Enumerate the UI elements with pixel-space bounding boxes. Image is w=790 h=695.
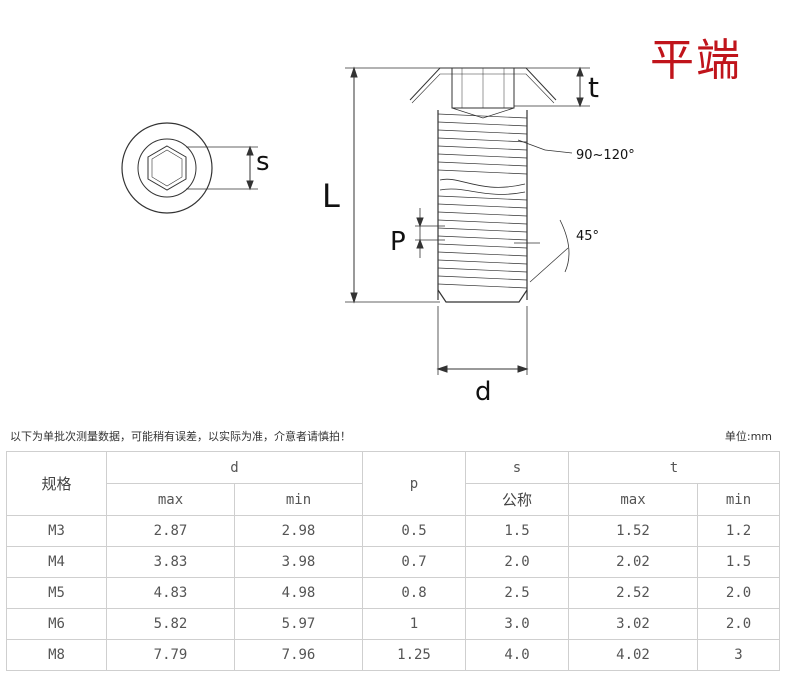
cell-t-min: 2.0 [697, 608, 780, 640]
countersink-angle-label: 90~120° [576, 148, 635, 163]
cell-d-min: 3.98 [234, 546, 363, 578]
thread-line [437, 283, 528, 289]
cell-s: 1.5 [465, 515, 569, 547]
thread-line [437, 129, 528, 135]
cell-t-min: 3 [697, 639, 780, 671]
thread-line [437, 251, 528, 257]
s-label: s [256, 147, 270, 177]
table-row: M5 4.83 4.98 0.8 2.5 2.52 2.0 [6, 577, 780, 609]
cell-d-max: 3.83 [106, 546, 235, 578]
thread-line [437, 259, 528, 265]
cell-d-min: 7.96 [234, 639, 363, 671]
t-dimension [514, 66, 590, 108]
cell-d-max: 4.83 [106, 577, 235, 609]
thread-line [437, 145, 528, 151]
length-dimension [345, 66, 440, 304]
thread-line [437, 219, 528, 225]
cell-s: 3.0 [465, 608, 569, 640]
thread-line [437, 195, 528, 201]
sub-d-max: max [106, 483, 235, 516]
t-label: t [588, 71, 599, 104]
cell-s: 2.0 [465, 546, 569, 578]
cell-p: 1 [362, 608, 466, 640]
thread-line [437, 161, 528, 167]
header-p: p [362, 451, 466, 516]
header-spec: 规格 [6, 451, 107, 516]
page-title: 平端 [650, 35, 742, 86]
d-dimension [436, 306, 529, 375]
cell-spec: M3 [6, 515, 107, 547]
cell-t-min: 1.5 [697, 546, 780, 578]
cell-t-max: 3.02 [568, 608, 698, 640]
table-row: M3 2.87 2.98 0.5 1.5 1.52 1.2 [6, 515, 780, 547]
cell-d-max: 2.87 [106, 515, 235, 547]
cell-t-max: 2.52 [568, 577, 698, 609]
cell-spec: M8 [6, 639, 107, 671]
cell-s: 4.0 [465, 639, 569, 671]
cell-p: 0.8 [362, 577, 466, 609]
cell-spec: M6 [6, 608, 107, 640]
note-row: 以下为单批次测量数据，可能稍有误差，以实际为准，介意者请慎拍！ 单位:mm [10, 428, 772, 446]
cell-d-max: 5.82 [106, 608, 235, 640]
thread-line [437, 211, 528, 217]
thread-line [437, 121, 528, 127]
cell-t-min: 2.0 [697, 577, 780, 609]
header-d: d [106, 451, 363, 484]
cell-d-min: 2.98 [234, 515, 363, 547]
sub-t-min: min [697, 483, 780, 516]
cell-p: 0.7 [362, 546, 466, 578]
set-screw-drawing: s L t [121, 66, 635, 407]
thread-line [437, 153, 528, 159]
cell-d-max: 7.79 [106, 639, 235, 671]
L-label: L [322, 177, 340, 215]
subheader-row: max min 公称 max min [7, 483, 780, 516]
header-row: 规格 d p s t [6, 451, 780, 516]
thread-line [437, 267, 528, 273]
thread-line [437, 275, 528, 281]
thread-line [437, 137, 528, 143]
thread-lines [437, 113, 528, 289]
measurement-note: 以下为单批次测量数据，可能稍有误差，以实际为准，介意者请慎拍！ [10, 430, 351, 443]
side-view [409, 67, 557, 303]
sub-s-nominal: 公称 [465, 483, 569, 516]
P-label: P [390, 227, 406, 257]
cell-s: 2.5 [465, 577, 569, 609]
cell-d-min: 4.98 [234, 577, 363, 609]
table-row: M8 7.79 7.96 1.25 4.0 4.02 3 [6, 639, 780, 671]
end-view [121, 122, 258, 214]
thread-line [437, 227, 528, 233]
thread-line [437, 113, 528, 119]
cell-spec: M4 [6, 546, 107, 578]
spec-table: 规格 d p s t max min 公称 max min M3 2.87 2.… [6, 451, 780, 671]
sub-d-min: min [234, 483, 363, 516]
cell-p: 0.5 [362, 515, 466, 547]
sub-t-max: max [568, 483, 698, 516]
thread-line [437, 235, 528, 241]
tip-angle [514, 219, 570, 283]
thread-line [437, 243, 528, 249]
header-s: s [465, 451, 569, 484]
table-row: M4 3.83 3.98 0.7 2.0 2.02 1.5 [6, 546, 780, 578]
cell-t-max: 4.02 [568, 639, 698, 671]
cell-spec: M5 [6, 577, 107, 609]
d-label: d [475, 377, 492, 407]
thread-line [437, 203, 528, 209]
angle-callout [517, 139, 573, 154]
cell-d-min: 5.97 [234, 608, 363, 640]
pitch-dimension [415, 208, 445, 258]
cell-p: 1.25 [362, 639, 466, 671]
unit-label: 单位:mm [724, 430, 772, 443]
cell-t-max: 2.02 [568, 546, 698, 578]
header-t: t [568, 451, 780, 484]
table-row: M6 5.82 5.97 1 3.0 3.02 2.0 [6, 608, 780, 640]
cell-t-min: 1.2 [697, 515, 780, 547]
thread-line [437, 169, 528, 175]
cell-t-max: 1.52 [568, 515, 698, 547]
tip-angle-label: 45° [576, 229, 599, 244]
